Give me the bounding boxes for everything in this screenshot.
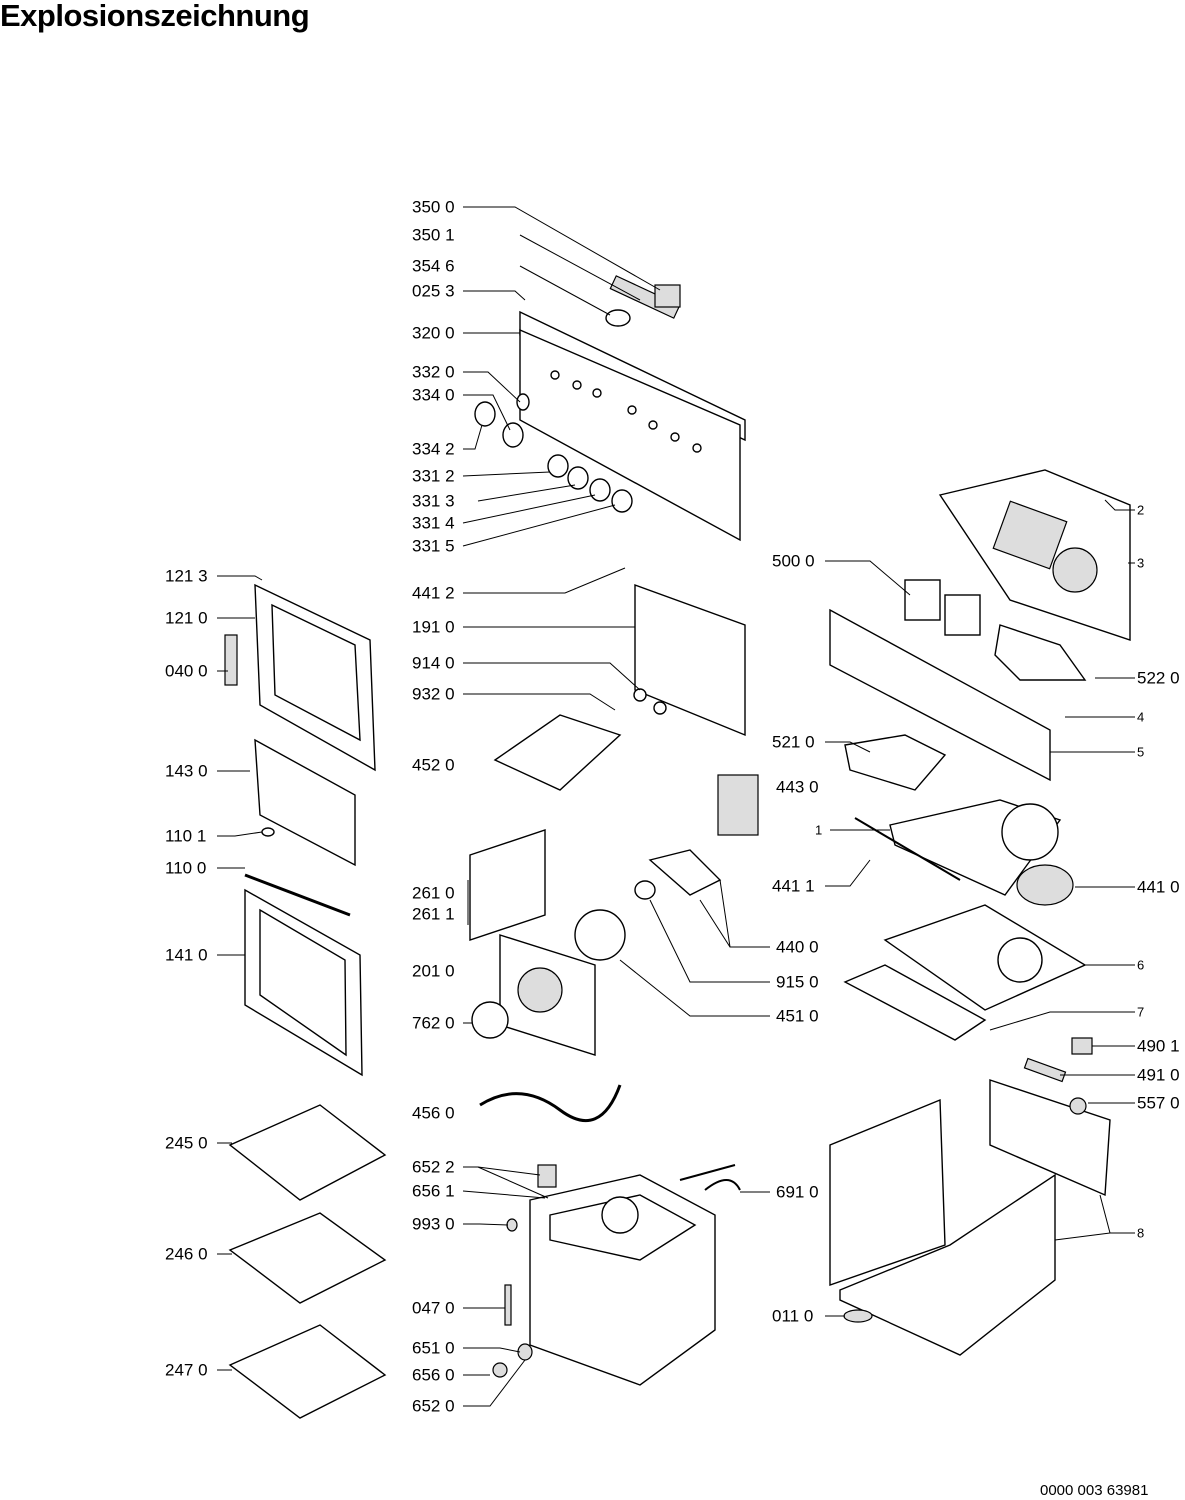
- control-panel-parts: [474, 275, 746, 542]
- part-label: 656 0: [412, 1365, 455, 1385]
- part-label: 331 5: [412, 536, 455, 556]
- part-label: 652 0: [412, 1396, 455, 1416]
- part-label: 011 0: [772, 1306, 814, 1326]
- part-label: 932 0: [412, 684, 455, 704]
- accessory-parts: [228, 1104, 387, 1419]
- part-label: 350 0: [412, 197, 455, 217]
- part-label: 8: [1137, 1225, 1145, 1241]
- part-label: 762 0: [412, 1013, 455, 1033]
- part-label: 047 0: [412, 1298, 455, 1318]
- part-label: 261 1: [412, 904, 455, 924]
- door-parts: [224, 583, 376, 1077]
- part-label: 440 0: [776, 937, 819, 957]
- part-label: 245 0: [165, 1133, 208, 1153]
- part-label: 441 1: [772, 876, 815, 896]
- part-label: 521 0: [772, 732, 815, 752]
- part-label: 320 0: [412, 323, 455, 343]
- part-label: 025 3: [412, 281, 455, 301]
- part-label: 915 0: [776, 972, 819, 992]
- part-label: 334 0: [412, 385, 455, 405]
- part-label: 201 0: [412, 961, 455, 981]
- part-label: 2: [1137, 502, 1145, 518]
- part-label: 456 0: [412, 1103, 455, 1123]
- part-label: 490 1: [1137, 1036, 1180, 1056]
- part-label: 350 1: [412, 225, 455, 245]
- part-label: 110 0: [165, 858, 207, 878]
- part-label: 443 0: [776, 777, 819, 797]
- part-label: 331 4: [412, 513, 455, 533]
- part-label: 331 2: [412, 466, 455, 486]
- part-label: 040 0: [165, 661, 208, 681]
- part-label: 914 0: [412, 653, 455, 673]
- part-label: 5: [1137, 744, 1145, 760]
- part-label: 6: [1137, 957, 1145, 973]
- part-label: 121 3: [165, 566, 208, 586]
- part-label: 441 2: [412, 583, 455, 603]
- part-label: 143 0: [165, 761, 208, 781]
- part-label: 334 2: [412, 439, 455, 459]
- cavity-parts: [469, 584, 759, 1386]
- part-label: 1: [815, 822, 823, 838]
- part-label: 691 0: [776, 1182, 819, 1202]
- document-code: 0000 003 63981: [1040, 1482, 1149, 1499]
- part-label: 110 1: [165, 826, 207, 846]
- part-label: 332 0: [412, 362, 455, 382]
- part-label: 331 3: [412, 491, 455, 511]
- part-label: 651 0: [412, 1338, 455, 1358]
- part-label: 7: [1137, 1004, 1145, 1020]
- part-label: 557 0: [1137, 1093, 1180, 1113]
- part-label: 121 0: [165, 608, 208, 628]
- housing-parts: [704, 469, 1131, 1356]
- part-label: 354 6: [412, 256, 455, 276]
- part-label: 656 1: [412, 1181, 455, 1201]
- part-label: 4: [1137, 709, 1145, 725]
- leader-lines: [217, 206, 1135, 1407]
- part-label: 652 2: [412, 1157, 455, 1177]
- part-label: 261 0: [412, 883, 455, 903]
- part-label: 441 0: [1137, 877, 1180, 897]
- part-label: 500 0: [772, 551, 815, 571]
- part-label: 247 0: [165, 1360, 208, 1380]
- part-label: 3: [1137, 555, 1145, 571]
- part-label: 452 0: [412, 755, 455, 775]
- page-title: Explosionszeichnung: [0, 0, 310, 33]
- part-label: 491 0: [1137, 1065, 1180, 1085]
- part-label: 246 0: [165, 1244, 208, 1264]
- part-label: 993 0: [412, 1214, 455, 1234]
- part-label: 191 0: [412, 617, 455, 637]
- part-label: 141 0: [165, 945, 208, 965]
- part-label: 522 0: [1137, 668, 1180, 688]
- part-label: 451 0: [776, 1006, 819, 1026]
